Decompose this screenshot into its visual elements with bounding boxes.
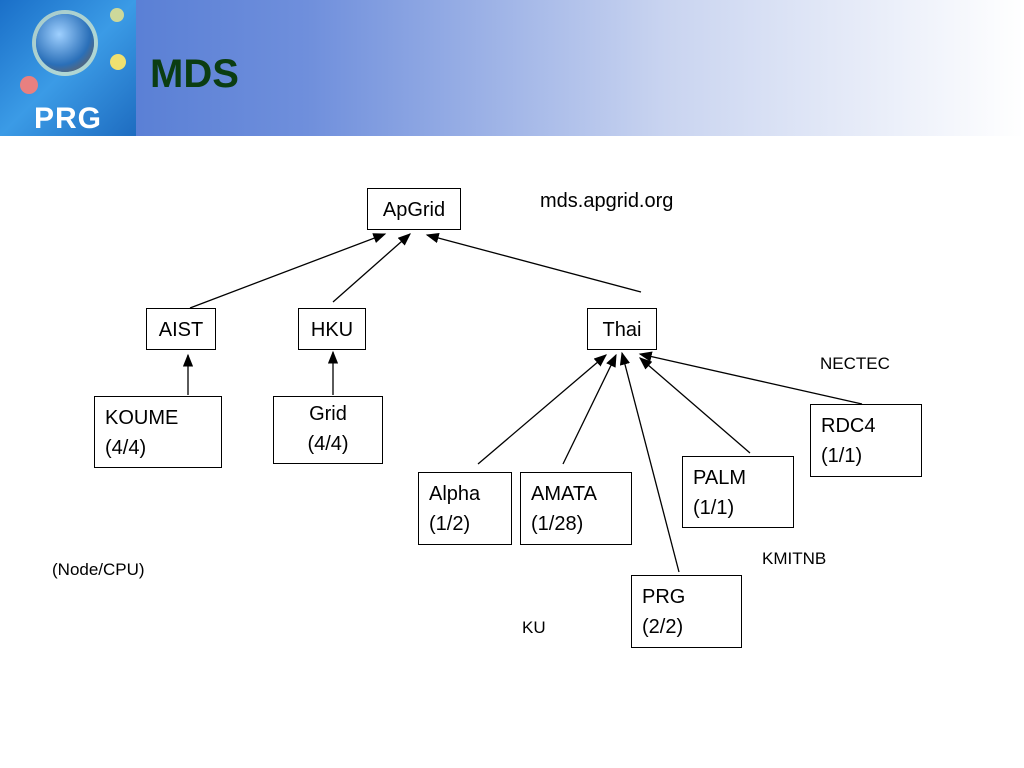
node-amata: AMATA (1/28) <box>520 472 632 545</box>
ball-icon <box>110 8 124 22</box>
node-name: Grid <box>309 403 347 425</box>
slide-header <box>0 0 1024 136</box>
ball-icon <box>20 76 38 94</box>
arrow-amata-thai <box>562 353 617 465</box>
node-count: (1/1) <box>693 497 735 519</box>
legend-node-cpu: (Node/CPU) <box>52 560 145 579</box>
arrow-thai-apgrid <box>425 232 642 293</box>
node-name: Alpha <box>429 483 481 505</box>
node-koume: KOUME (4/4) <box>94 396 222 468</box>
label-nectec: NECTEC <box>820 354 890 373</box>
arrow-aist-apgrid <box>189 233 387 309</box>
node-count: (4/4) <box>105 437 147 459</box>
logo-text: PRG <box>34 102 103 135</box>
node-hku: HKU <box>298 308 366 350</box>
node-count: (4/4) <box>307 433 349 455</box>
node-label: HKU <box>310 319 354 341</box>
globe-icon <box>36 14 94 72</box>
node-count: (1/2) <box>429 513 471 535</box>
node-name: PRG <box>642 586 686 608</box>
server-label: mds.apgrid.org <box>540 190 674 212</box>
node-count: (1/28) <box>531 513 584 535</box>
node-count: (2/2) <box>642 616 684 638</box>
arrow-palm-thai <box>639 357 751 454</box>
prg-logo: PRG <box>0 0 136 136</box>
node-count: (1/1) <box>821 445 863 467</box>
node-name: KOUME <box>105 407 179 429</box>
arrow-alpha-thai <box>477 354 607 465</box>
label-ku: KU <box>522 618 546 637</box>
node-prg: PRG (2/2) <box>631 575 742 648</box>
slide-title: MDS <box>150 52 239 96</box>
node-alpha: Alpha (1/2) <box>418 472 512 545</box>
node-apgrid: ApGrid <box>367 188 461 230</box>
arrow-rdc4-thai <box>638 351 863 405</box>
node-grid: Grid (4/4) <box>273 396 383 464</box>
node-label: Thai <box>602 319 642 341</box>
label-kmitnb: KMITNB <box>762 549 827 568</box>
node-label: AIST <box>158 319 204 341</box>
node-name: PALM <box>693 467 746 489</box>
node-thai: Thai <box>587 308 657 350</box>
node-palm: PALM (1/1) <box>682 456 794 528</box>
node-aist: AIST <box>146 308 216 350</box>
ball-icon <box>110 54 126 70</box>
arrow-prg-thai <box>619 351 680 573</box>
node-name: RDC4 <box>821 415 876 437</box>
arrow-hku-apgrid <box>332 233 411 303</box>
node-label: ApGrid <box>382 199 446 221</box>
node-rdc4: RDC4 (1/1) <box>810 404 922 477</box>
node-name: AMATA <box>531 483 597 505</box>
